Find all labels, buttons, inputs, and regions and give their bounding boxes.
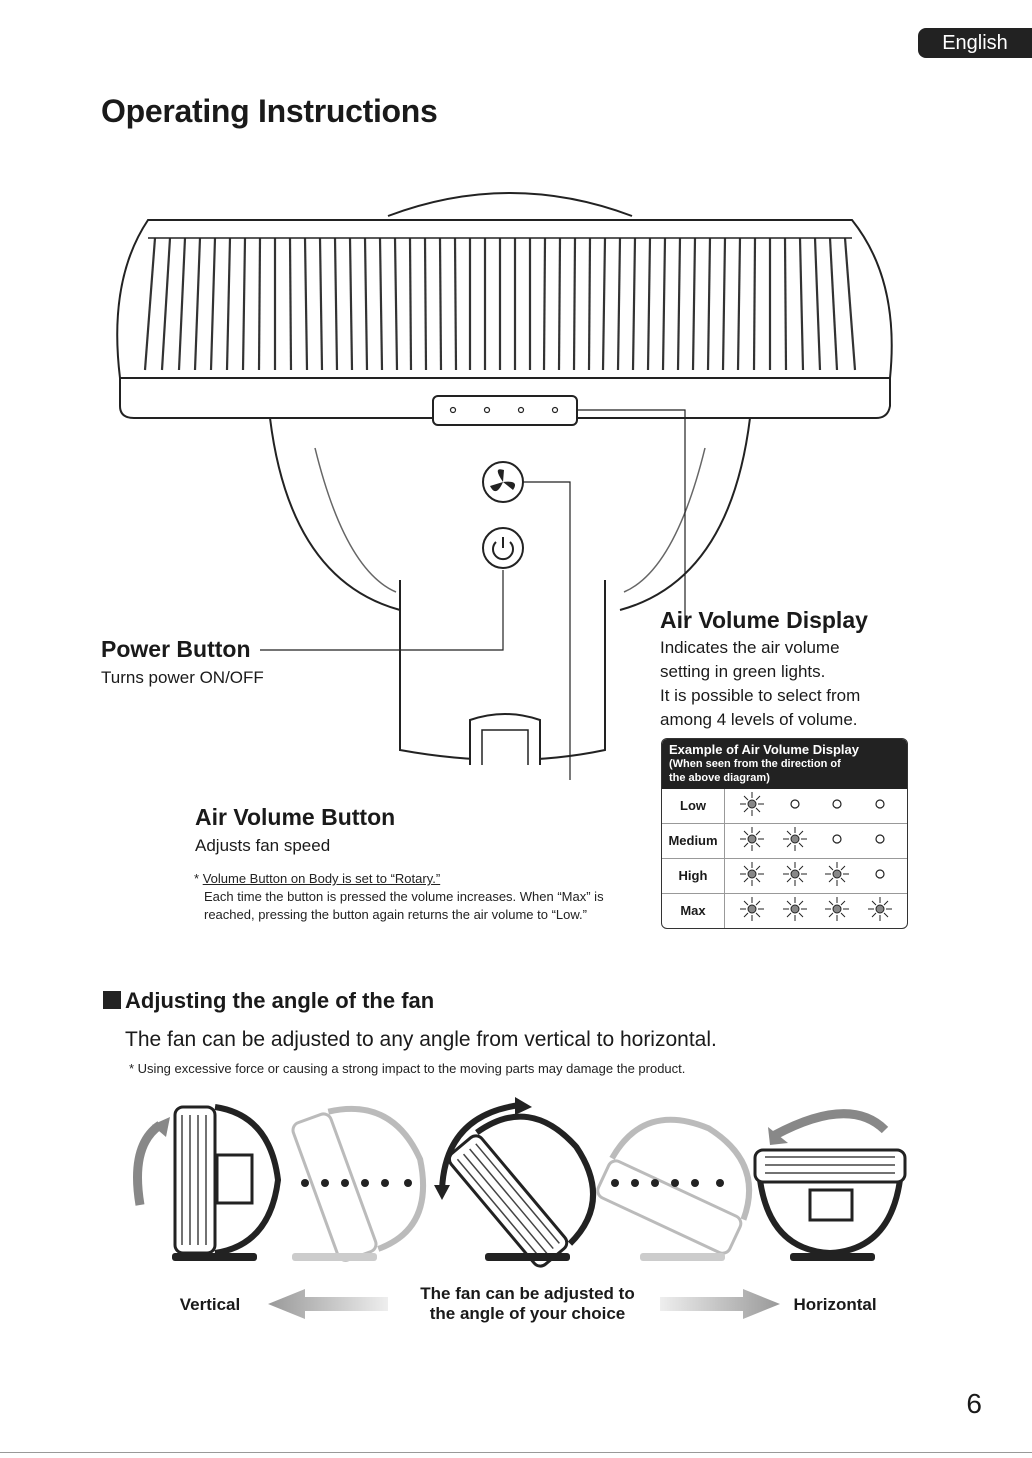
angle-section-note: * Using excessive force or causing a str… xyxy=(129,1060,685,1078)
level-label: High xyxy=(662,859,725,893)
light-off-icon xyxy=(824,791,850,822)
angle-section-description: The fan can be adjusted to any angle fro… xyxy=(125,1028,717,1052)
air-volume-display-description: Indicates the air volume setting in gree… xyxy=(660,636,860,732)
page-number: 6 xyxy=(966,1388,982,1420)
air-volume-display-table: Example of Air Volume Display (When seen… xyxy=(661,738,908,929)
square-bullet-icon xyxy=(103,991,121,1009)
angle-choice-label: The fan can be adjusted to the angle of … xyxy=(395,1284,660,1324)
arrow-right-icon xyxy=(660,1289,780,1319)
vertical-label: Vertical xyxy=(160,1295,260,1315)
light-on-icon xyxy=(739,791,765,822)
light-on-icon xyxy=(739,896,765,927)
light-on-icon xyxy=(824,896,850,927)
air-volume-button-description: Adjusts fan speed xyxy=(195,834,330,858)
air-volume-button-title: Air Volume Button xyxy=(195,804,395,831)
light-off-icon xyxy=(867,861,893,892)
table-row: Medium xyxy=(662,823,907,858)
page-title: Operating Instructions xyxy=(101,93,438,130)
fan-diagonal-icon xyxy=(434,1095,621,1269)
air-volume-button-note: * Volume Button on Body is set to “Rotar… xyxy=(194,870,654,924)
fan-tilted-ghost-icon-2 xyxy=(595,1097,772,1256)
table-header: Example of Air Volume Display (When seen… xyxy=(662,739,907,789)
light-on-icon xyxy=(739,861,765,892)
light-off-icon xyxy=(782,791,808,822)
level-label: Low xyxy=(662,789,725,823)
fan-speed-button-icon xyxy=(483,462,523,502)
table-row: Max xyxy=(662,893,907,928)
fan-tilted-ghost-icon xyxy=(291,1095,444,1263)
footer-rule xyxy=(0,1452,1032,1453)
power-button-icon xyxy=(483,528,523,568)
arrow-left-icon xyxy=(268,1289,388,1319)
air-volume-display-title: Air Volume Display xyxy=(660,607,868,634)
light-on-icon xyxy=(739,826,765,857)
table-row: Low xyxy=(662,789,907,823)
table-row: High xyxy=(662,858,907,893)
angle-section-title: Adjusting the angle of the fan xyxy=(103,988,434,1014)
light-on-icon xyxy=(782,861,808,892)
power-button-title: Power Button xyxy=(101,636,251,663)
fan-horizontal-icon xyxy=(755,1114,905,1261)
language-badge: English xyxy=(918,28,1032,58)
light-off-icon xyxy=(867,791,893,822)
light-on-icon xyxy=(824,861,850,892)
horizontal-label: Horizontal xyxy=(780,1295,890,1315)
fan-vertical-icon xyxy=(138,1107,279,1261)
light-on-icon xyxy=(782,826,808,857)
light-off-icon xyxy=(824,826,850,857)
fan-angle-illustrations xyxy=(120,1095,920,1270)
light-off-icon xyxy=(867,826,893,857)
light-on-icon xyxy=(782,896,808,927)
power-button-description: Turns power ON/OFF xyxy=(101,666,264,690)
level-label: Medium xyxy=(662,824,725,858)
level-label: Max xyxy=(662,894,725,928)
light-on-icon xyxy=(867,896,893,927)
